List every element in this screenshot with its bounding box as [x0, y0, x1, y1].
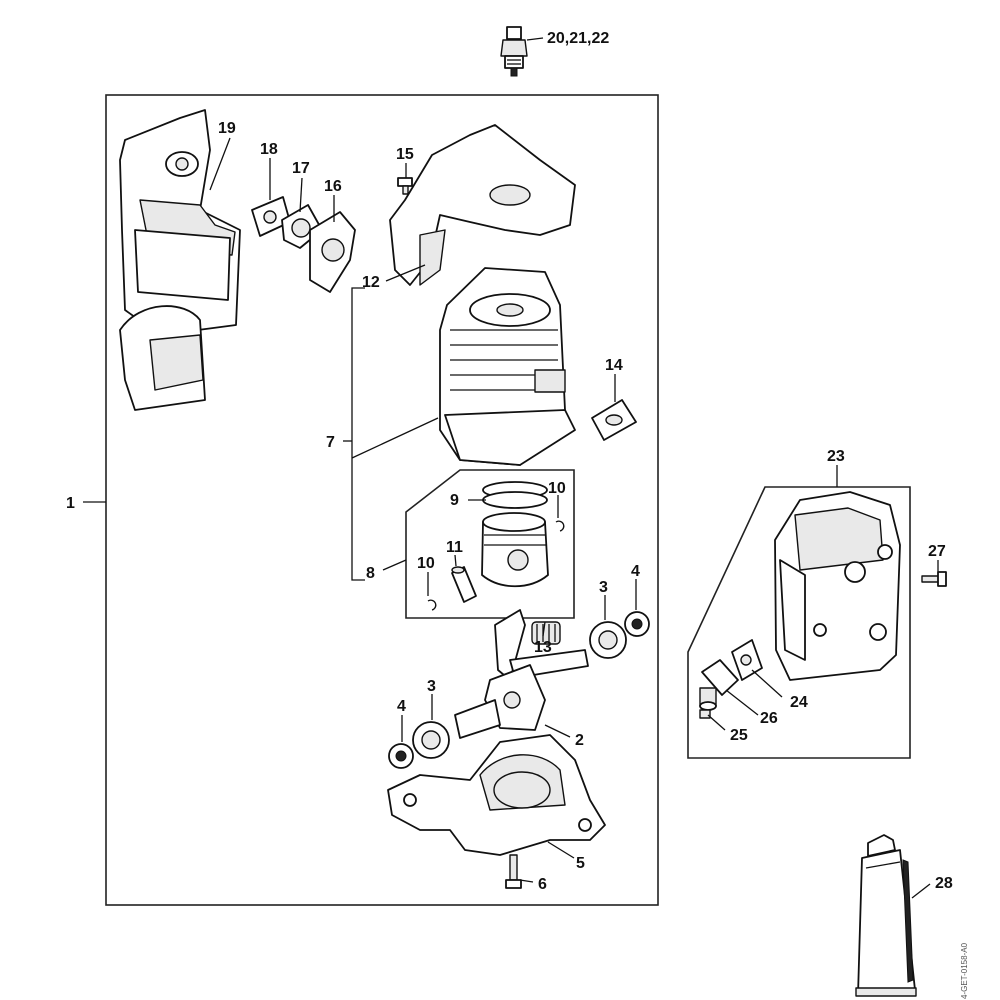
screw-15-icon — [397, 177, 413, 195]
gasket-18-icon — [251, 196, 291, 237]
callout-28: 28 — [935, 875, 953, 892]
piston-icon — [481, 512, 549, 588]
spark-plug-icon — [500, 26, 528, 77]
drawing-code: 4-GET-0158-A0 — [960, 942, 969, 999]
piston-ring-icon — [482, 481, 548, 509]
muffler-assembly-frame — [687, 486, 911, 759]
muffler-icon — [774, 491, 901, 681]
callout-6: 6 — [538, 876, 547, 893]
muffler-gasket-24-icon — [731, 639, 763, 681]
cylinder-icon — [439, 267, 576, 466]
callout-8: 8 — [366, 565, 375, 582]
exhaust-flange-icon — [699, 659, 739, 711]
cylinder-shroud-icon — [389, 124, 576, 286]
callout-26: 26 — [760, 710, 778, 727]
callout-10: 10 — [548, 480, 566, 497]
gasket-16-icon — [309, 211, 356, 293]
callout-11: 11 — [446, 539, 463, 556]
crankcase-icon — [387, 734, 606, 856]
callout-3: 3 — [599, 579, 608, 596]
callout-24: 24 — [790, 694, 808, 711]
crankshaft-icon — [454, 609, 589, 739]
callout-7: 7 — [326, 434, 335, 451]
fan-housing-icon — [119, 109, 241, 411]
callout-2: 2 — [575, 732, 584, 749]
main-assembly-frame — [105, 94, 659, 906]
callout-9: 9 — [450, 492, 459, 509]
oil-seal-icon — [388, 743, 414, 769]
callout-15: 15 — [396, 146, 414, 163]
screw-6-icon — [505, 854, 522, 889]
callout-25: 25 — [730, 727, 748, 744]
piston-kit-frame — [405, 469, 575, 619]
circlip-icon — [555, 520, 565, 532]
callout-10: 10 — [417, 555, 435, 572]
screw-25-icon — [699, 709, 711, 719]
callout-20-21-22: 20,21,22 — [547, 30, 609, 47]
callout-4: 4 — [397, 698, 406, 715]
callout-19: 19 — [218, 120, 236, 137]
callout-3: 3 — [427, 678, 436, 695]
needle-bearing-icon — [531, 621, 561, 645]
piston-pin-icon — [451, 566, 477, 603]
callout-1: 1 — [66, 495, 75, 512]
callout-18: 18 — [260, 141, 278, 158]
callout-4: 4 — [631, 563, 640, 580]
circlip-icon — [427, 599, 437, 611]
ball-bearing-icon — [412, 721, 450, 759]
callout-23: 23 — [827, 448, 845, 465]
callout-13: 13 — [534, 639, 552, 656]
screw-27-icon — [921, 571, 947, 587]
grease-tube-icon — [855, 834, 917, 997]
ball-bearing-icon — [589, 621, 627, 659]
callout-5: 5 — [576, 855, 585, 872]
callout-17: 17 — [292, 160, 310, 177]
callout-12: 12 — [362, 274, 380, 291]
callout-14: 14 — [605, 357, 623, 374]
callout-16: 16 — [324, 178, 342, 195]
oil-seal-icon — [624, 611, 650, 637]
leader-lines — [83, 37, 939, 899]
muffler-gasket-14-icon — [591, 399, 637, 441]
callout-27: 27 — [928, 543, 946, 560]
